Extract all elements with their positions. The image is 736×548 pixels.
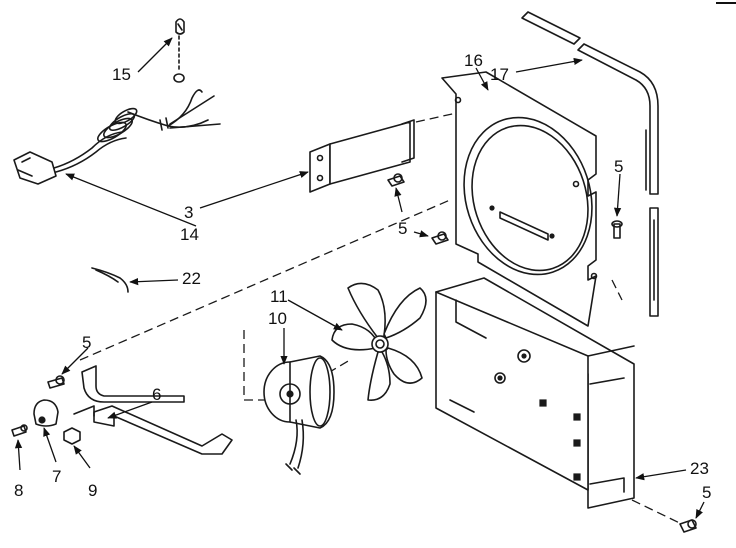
part-5-screw-d[interactable]: [47, 375, 65, 389]
part-9-nut[interactable]: [63, 427, 81, 445]
leader-7: [43, 427, 57, 463]
leader-5c: [413, 230, 429, 238]
callout-11: 11: [270, 287, 288, 306]
leader-22: [129, 278, 179, 286]
leader-6: [107, 401, 153, 419]
callout-23: 23: [690, 459, 709, 478]
leader-5b: [394, 187, 403, 213]
leader-8: [14, 439, 23, 471]
leader-5a: [613, 173, 622, 217]
part-5-screw-b[interactable]: [431, 231, 449, 245]
part-15-screw[interactable]: [173, 18, 185, 83]
callout-5-center: 5: [398, 219, 407, 238]
callout-7: 7: [52, 467, 61, 486]
leader-23: [635, 469, 687, 481]
assembly-line-3: [243, 330, 268, 401]
part-3-14-power-cord[interactable]: [13, 89, 221, 185]
part-6-motor-bracket[interactable]: [73, 365, 233, 455]
part-17-gasket-strips[interactable]: [521, 11, 659, 317]
part-22-clip[interactable]: [91, 267, 129, 293]
part-3-bracket[interactable]: [309, 119, 415, 193]
part-5-screw-c[interactable]: [611, 220, 623, 239]
assembly-line-5: [631, 499, 691, 529]
part-5-screw-e[interactable]: [679, 519, 697, 533]
assembly-line-6: [611, 279, 623, 301]
part-7-clamp[interactable]: [33, 399, 59, 427]
callout-labels: 15 16 17 3 14 5 5 5 5 22 11 10 6 7 8 9 2…: [14, 51, 711, 502]
callout-16: 16: [464, 51, 483, 70]
callout-15: 15: [112, 65, 131, 84]
callout-9: 9: [88, 481, 97, 500]
leader-14: [65, 173, 197, 227]
part-10-fan-motor[interactable]: [263, 355, 335, 475]
leader-lines: [14, 37, 705, 519]
callout-10: 10: [268, 309, 287, 328]
callout-8: 8: [14, 481, 23, 500]
callout-3: 3: [184, 203, 193, 222]
callout-5-right: 5: [614, 157, 623, 176]
callout-17: 17: [490, 65, 509, 84]
part-23-base[interactable]: [435, 277, 635, 509]
callout-6: 6: [152, 385, 161, 404]
assembly-line-1: [79, 199, 451, 361]
part-8-screw[interactable]: [11, 424, 28, 437]
leader-15: [137, 37, 173, 73]
leader-9: [73, 445, 91, 469]
leader-5e: [695, 501, 705, 519]
part-11-fan-blade[interactable]: [331, 282, 427, 401]
callout-14: 14: [180, 225, 199, 244]
leader-5d: [61, 347, 89, 375]
callout-22: 22: [182, 269, 201, 288]
leader-17: [515, 57, 583, 73]
leader-16: [475, 67, 489, 91]
part-16-orifice-panel[interactable]: [441, 71, 612, 327]
part-5-screw-a[interactable]: [387, 173, 405, 187]
leader-3: [199, 171, 309, 209]
callout-5-left: 5: [82, 333, 91, 352]
leader-11: [287, 299, 343, 331]
callout-5-bottom: 5: [702, 483, 711, 502]
